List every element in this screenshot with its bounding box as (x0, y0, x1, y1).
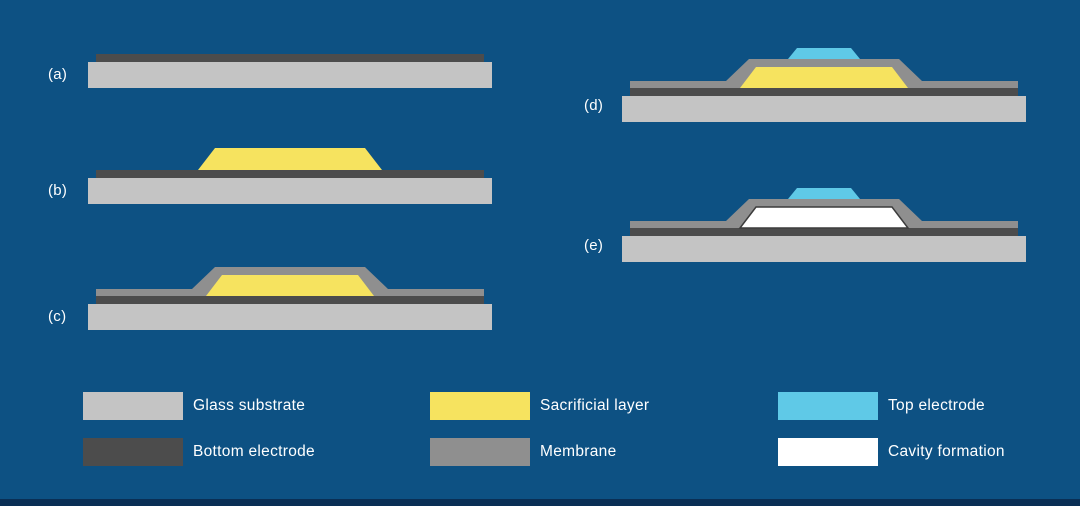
bottom-electrode-layer (630, 88, 1018, 96)
bottom-electrode-layer (630, 228, 1018, 236)
legend-label-bottom-electrode: Bottom electrode (193, 443, 315, 460)
sacrificial-layer (740, 67, 908, 88)
glass-substrate-layer (622, 236, 1026, 262)
top-electrode-layer (788, 48, 860, 59)
glass-substrate-layer (88, 62, 492, 88)
step-label-d: (d) (584, 97, 604, 114)
legend-label-cavity-formation: Cavity formation (888, 443, 1005, 460)
glass-substrate-swatch (83, 392, 183, 420)
cavity-formation-swatch (778, 438, 878, 466)
cavity-layer (738, 206, 910, 229)
legend-item-bottom-electrode: Bottom electrode (83, 438, 315, 466)
step-label-b: (b) (48, 182, 68, 199)
bottom-electrode-layer (96, 170, 484, 178)
bottom-electrode-layer (96, 54, 484, 62)
legend-item-cavity-formation: Cavity formation (778, 438, 1005, 466)
legend-item-membrane: Membrane (430, 438, 617, 466)
legend-label-glass-substrate: Glass substrate (193, 397, 306, 414)
sacrificial-layer (206, 275, 374, 296)
top-electrode-layer (788, 188, 860, 199)
step-c-drawing (88, 267, 492, 330)
step-e-drawing (622, 188, 1026, 262)
membrane-swatch (430, 438, 530, 466)
step-b-drawing (88, 148, 492, 204)
sacrificial-layer (198, 148, 382, 170)
step-label-a: (a) (48, 66, 68, 83)
bottom-electrode-swatch (83, 438, 183, 466)
legend-label-membrane: Membrane (540, 443, 617, 460)
glass-substrate-layer (88, 304, 492, 330)
bottom-accent-bar (0, 499, 1080, 506)
legend-item-glass-substrate: Glass substrate (83, 392, 305, 420)
top-electrode-swatch (778, 392, 878, 420)
sacrificial-layer-swatch (430, 392, 530, 420)
glass-substrate-layer (88, 178, 492, 204)
legend-item-sacrificial-layer: Sacrificial layer (430, 392, 649, 420)
step-label-e: (e) (584, 237, 604, 254)
step-a-drawing (88, 54, 492, 88)
step-label-c: (c) (48, 308, 67, 325)
bottom-electrode-layer (96, 296, 484, 304)
step-d-drawing (622, 48, 1026, 122)
legend-label-sacrificial-layer: Sacrificial layer (540, 397, 650, 414)
glass-substrate-layer (622, 96, 1026, 122)
legend-label-top-electrode: Top electrode (888, 397, 985, 414)
legend-item-top-electrode: Top electrode (778, 392, 985, 420)
